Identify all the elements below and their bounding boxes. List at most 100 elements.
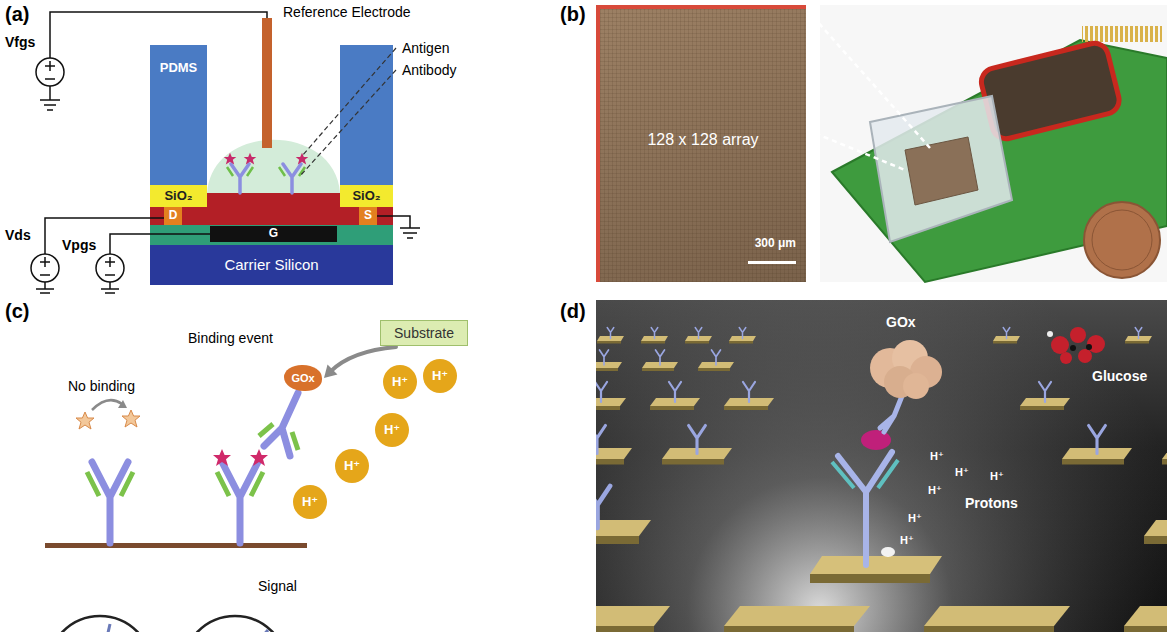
polarity-sign: [105, 257, 115, 275]
meter-needle: [100, 624, 110, 632]
circuit-wires: [36, 12, 420, 293]
antibody-symbol: [596, 486, 610, 528]
arrow-head: [118, 400, 127, 408]
part-label: Antibody: [402, 62, 456, 78]
proton-label: H⁺: [930, 450, 944, 463]
sensor-pad: [596, 536, 639, 544]
zoom-line: [807, 130, 905, 170]
ground-symbol: [36, 289, 54, 293]
sensor-pad: [685, 341, 709, 344]
node-text: PDMS: [160, 61, 198, 76]
state-label: Binding event: [188, 330, 273, 346]
capture-antibody: [92, 462, 258, 543]
proton-circle: H⁺: [335, 449, 369, 483]
proton-label: H⁺: [900, 534, 914, 547]
sensor-pad: [810, 574, 930, 583]
voltage-source: [36, 58, 64, 86]
sensor-pad: [1162, 448, 1167, 459]
part-label: Reference Electrode: [283, 4, 411, 20]
part-label: Antigen: [402, 40, 449, 56]
antibody-symbol: [739, 328, 746, 339]
proton-label: H⁺: [908, 512, 922, 525]
glucose-atom: [1070, 345, 1076, 351]
polarity-sign: [40, 257, 50, 275]
antibody-symbol: [231, 164, 301, 193]
bound-antigen: [861, 430, 891, 450]
signal-meter: [183, 616, 287, 632]
node-text: G: [269, 227, 278, 241]
panel-label: (d): [560, 300, 586, 323]
curved-arrow: [92, 400, 122, 410]
scale-label: 300 μm: [755, 237, 796, 251]
part-label: Protons: [965, 495, 1018, 511]
ground-symbol: [101, 289, 119, 293]
node-text: H⁺: [384, 423, 400, 438]
glucose-atom: [1051, 336, 1069, 354]
antibody-symbol: [656, 350, 665, 365]
voltage-label: Vpgs: [62, 237, 96, 253]
antibody-symbol: [743, 382, 755, 402]
sensor-pad: [1144, 536, 1167, 544]
zoom-line: [807, 10, 930, 148]
pdms-block: PDMS: [150, 45, 207, 185]
arrow-line: [330, 347, 396, 372]
leader-line: [302, 48, 396, 156]
sensor-pad: [596, 626, 654, 632]
gate-region: G: [210, 226, 337, 242]
voltage-source: [31, 58, 124, 282]
sensor-pad: [729, 341, 753, 344]
node-text: GOx: [291, 372, 314, 385]
sensor-chip-photo: 128 x 128 array300 μm: [596, 5, 806, 282]
voltage-label: Vds: [5, 227, 31, 243]
glucose-atom: [1060, 352, 1072, 364]
edge-connector: [1082, 26, 1162, 42]
antibody-chain: [259, 424, 298, 450]
gox-enzyme: GOx: [284, 365, 322, 391]
wire: [109, 282, 111, 289]
glucose-atom: [1078, 349, 1092, 363]
node-text: S: [364, 209, 372, 223]
sensor-pad: [810, 556, 942, 574]
sensor-pad: [1125, 341, 1149, 344]
sensor-pad: [641, 341, 665, 344]
part-label: GOx: [886, 314, 916, 330]
ground-symbol: [40, 100, 60, 110]
antibody-symbol: [669, 382, 681, 402]
antibody-symbol: [607, 328, 614, 339]
node-text: SiO₂: [164, 189, 192, 204]
sensor-pad: [642, 368, 674, 371]
sensor-pad: [724, 606, 870, 626]
proton-circle: H⁺: [375, 413, 409, 447]
channel-layer: [150, 207, 393, 225]
sensor-pad: [1062, 459, 1124, 465]
proton-sphere: [881, 547, 895, 557]
sensor-pad: [924, 626, 1054, 632]
proton-label: H⁺: [928, 484, 942, 497]
antibody-chain: [832, 460, 898, 488]
sensor-pad: [1144, 520, 1167, 536]
ground-symbol: [400, 228, 420, 238]
bound-antigen: [250, 449, 268, 466]
proton-circle: H⁺: [293, 485, 327, 519]
node-text: H⁺: [344, 459, 360, 474]
oxide-layer: SiO₂: [340, 185, 393, 207]
fluidic-chamber: [870, 96, 1012, 242]
sensor-pad: [596, 368, 618, 371]
voltage-source: [96, 254, 124, 282]
sensor-pad: [1162, 459, 1167, 465]
state-label: No binding: [68, 378, 135, 394]
antibody-chain: [87, 472, 263, 496]
sensor-pad: [662, 459, 724, 465]
glucose-atom: [1047, 331, 1053, 337]
panel-label: (c): [5, 300, 29, 323]
source-contact: S: [359, 207, 377, 225]
antibody-symbol: [695, 328, 702, 339]
buffer-droplet: [207, 140, 340, 193]
panel-label: (b): [560, 3, 586, 26]
proton-circle: H⁺: [383, 365, 417, 399]
wire: [377, 216, 410, 228]
polarity-sign: [45, 61, 55, 79]
antibody-symbol: [600, 350, 609, 365]
sensor-pad: [1124, 606, 1167, 626]
bound-antigen: [213, 449, 231, 466]
